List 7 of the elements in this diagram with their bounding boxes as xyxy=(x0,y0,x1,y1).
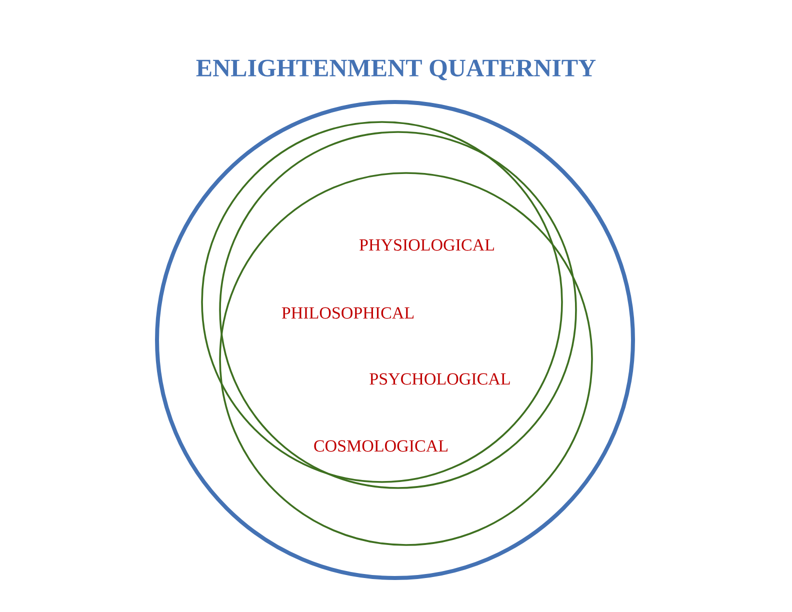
circle xyxy=(219,172,593,546)
circle-label: PSYCHOLOGICAL xyxy=(368,372,512,386)
circle-label: PHYSIOLOGICAL xyxy=(358,238,496,252)
circle-label: PHILOSOPHICAL xyxy=(280,306,416,320)
circle xyxy=(155,100,635,580)
circle-label: COSMOLOGICAL xyxy=(312,439,450,453)
title: ENLIGHTENMENT QUATERNITY xyxy=(196,60,596,80)
